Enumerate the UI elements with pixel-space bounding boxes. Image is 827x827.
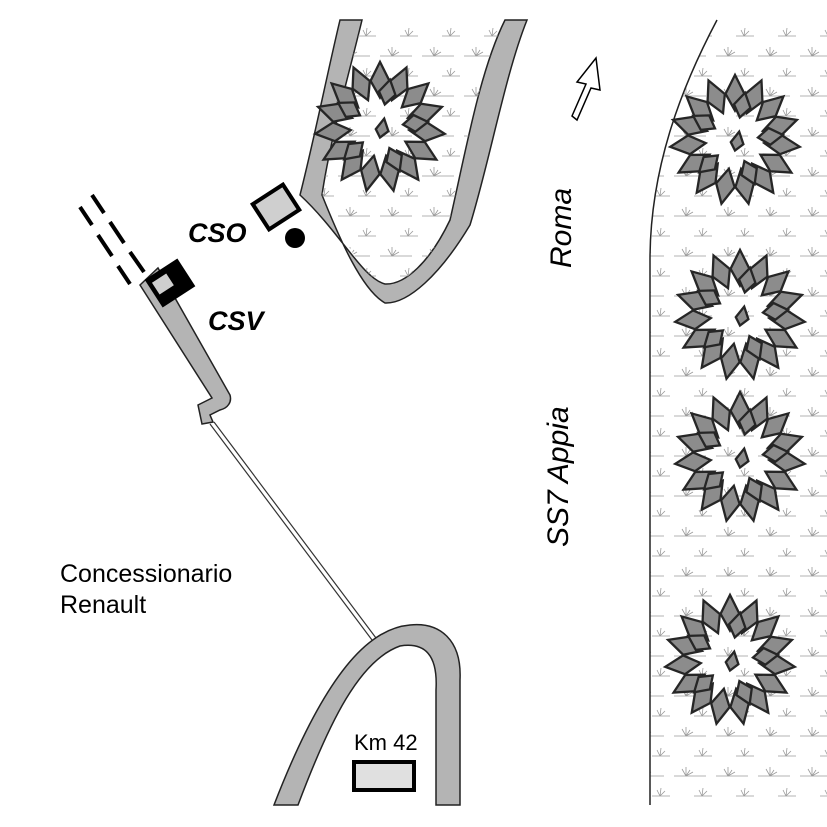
milestone-label: Km 42 bbox=[354, 730, 418, 755]
road-edge-right bbox=[649, 19, 718, 805]
direction-label: Roma bbox=[545, 188, 578, 268]
track-loop-lower bbox=[272, 623, 461, 806]
road-name-label: SS7 Appia bbox=[542, 406, 575, 547]
signal-csv-icon bbox=[144, 258, 196, 308]
cso-label: CSO bbox=[188, 218, 247, 248]
track-connector-thin bbox=[209, 421, 377, 641]
signal-cso-icon bbox=[249, 181, 305, 248]
track-continuation-dashed bbox=[78, 193, 146, 286]
north-arrow-icon bbox=[571, 56, 601, 122]
track-loop-upper bbox=[299, 19, 529, 304]
csv-label: CSV bbox=[208, 306, 266, 336]
milestone-km42-icon bbox=[352, 760, 416, 792]
dealer-label-line1: Concessionario bbox=[60, 560, 232, 588]
dealer-label-line2: Renault bbox=[60, 591, 146, 619]
